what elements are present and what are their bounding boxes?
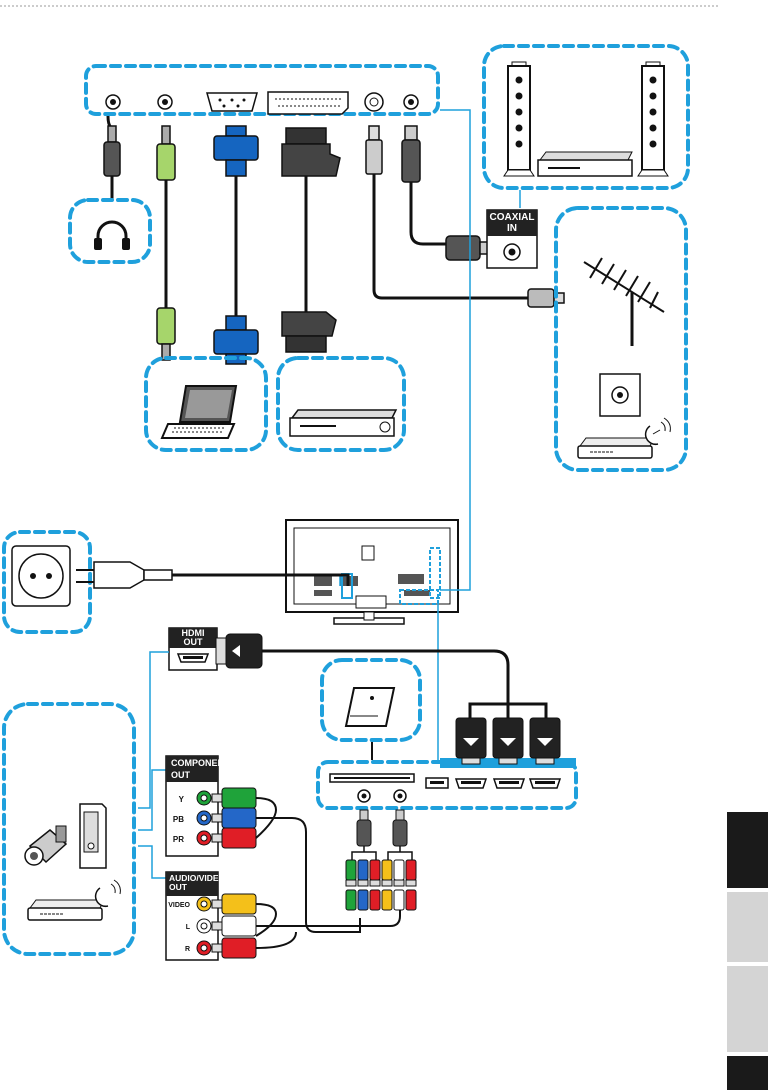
- side-tab-4: [727, 1056, 768, 1090]
- av-right-jack: [196, 940, 212, 956]
- headphone-cable: [103, 115, 121, 200]
- adapter-cables: [345, 809, 417, 911]
- wall-antenna-socket-icon: [599, 373, 641, 417]
- pc-audio-jack-port: [157, 94, 173, 110]
- game-console-icon: [79, 803, 107, 869]
- av-right-label: R: [185, 946, 190, 953]
- tv-rear-view: [285, 519, 459, 625]
- hdmi-plug-3: [529, 717, 561, 765]
- side-tab-1: [727, 812, 768, 888]
- hdmi-port-3: [528, 778, 562, 789]
- hdmi-port-1: [454, 778, 488, 789]
- pc-audio-cable: [156, 125, 176, 361]
- headphones-device: [68, 198, 152, 264]
- dvd-player-icon: [289, 409, 398, 437]
- av-left-jack: [196, 918, 212, 934]
- component-pr-jack: [196, 830, 212, 846]
- av-left-label: L: [186, 924, 191, 931]
- av-indicator-line: [138, 845, 166, 879]
- side-audio-jack-2: [393, 789, 407, 803]
- port-panel-outline: [84, 64, 440, 116]
- antenna-cable: [365, 125, 565, 308]
- side-audio-jack-1: [357, 789, 371, 803]
- hdmi-plug-2: [492, 717, 524, 765]
- antenna-icon: [583, 257, 665, 346]
- headphone-jack-port: [105, 94, 121, 110]
- wall-socket-icon: [11, 545, 71, 607]
- hdmi-port-2: [492, 778, 526, 789]
- component-y-label: Y: [179, 795, 185, 804]
- hdmi-plugs: [455, 702, 561, 765]
- component-indicator-line: [138, 769, 166, 831]
- satellite-dish-icon: [644, 417, 671, 446]
- av-receiver-icon: [537, 151, 633, 177]
- rear-port-panel: [84, 64, 440, 116]
- component-adapter-plugs: [345, 859, 381, 911]
- set-top-box-icon: [27, 899, 105, 921]
- av-source-devices: [2, 702, 136, 956]
- component-pb-label: PB: [173, 815, 184, 824]
- side-port-panel: [316, 758, 578, 810]
- speaker-right-icon: [637, 61, 669, 177]
- component-cable: [211, 787, 361, 933]
- laptop-icon: [160, 385, 238, 439]
- coaxial-port: [403, 94, 419, 110]
- component-y-jack: [196, 790, 212, 806]
- laptop-device: [144, 356, 268, 452]
- hdmi-plug-1: [455, 717, 487, 765]
- side-tab-3: [727, 966, 768, 1052]
- satellite-receiver-icon: [577, 437, 655, 459]
- av-adapter-plugs: [381, 859, 417, 911]
- headphones-icon: [94, 220, 130, 250]
- side-section-tabs: [727, 812, 768, 1090]
- hdmi-indicator-line: [138, 651, 169, 809]
- scart-cable: [281, 127, 341, 353]
- coaxial-cable: [401, 125, 491, 261]
- av-video-label: VIDEO: [168, 902, 190, 909]
- card-slot-port: [329, 773, 415, 783]
- antenna-satellite-sources: [554, 206, 688, 472]
- antenna-port: [364, 92, 384, 112]
- vga-cable: [213, 125, 259, 365]
- home-theater-system: [482, 44, 690, 190]
- dvd-player-device: [276, 356, 406, 452]
- card-icon: [344, 687, 396, 727]
- component-pb-jack: [196, 810, 212, 826]
- side-tab-2: [727, 892, 768, 962]
- hdmi-cable: [215, 633, 510, 718]
- scart-port: [267, 91, 349, 115]
- speaker-left-icon: [503, 61, 535, 177]
- camcorder-icon: [24, 825, 68, 866]
- av-cable: [211, 893, 401, 959]
- av-video-jack: [196, 896, 212, 912]
- set-top-box-dish-icon: [94, 879, 121, 908]
- vga-port: [206, 92, 258, 112]
- power-cable: [76, 561, 350, 589]
- component-pr-label: PR: [173, 835, 184, 844]
- sd-card-reader: [320, 658, 422, 760]
- usb-port: [425, 777, 449, 789]
